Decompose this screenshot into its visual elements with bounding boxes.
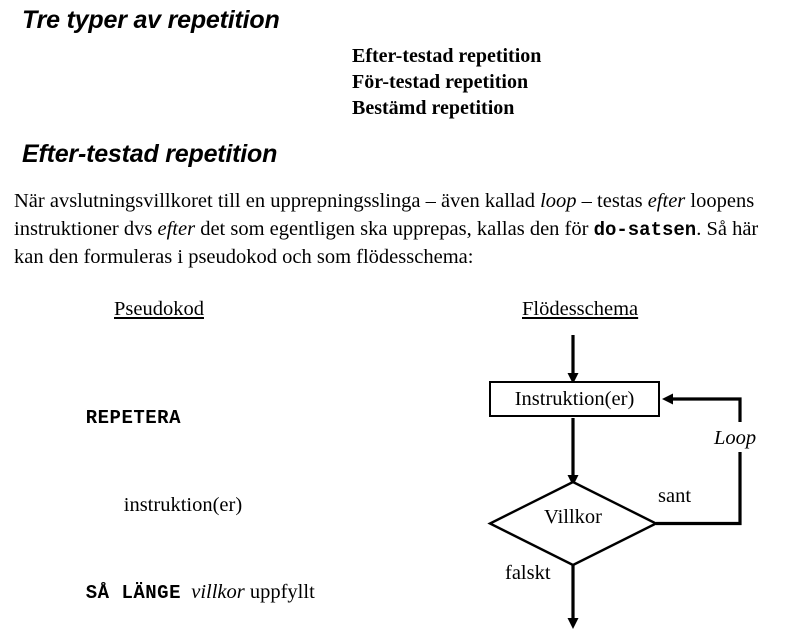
emphasis-loop: loop [540,190,577,212]
loop-back-path-upper [662,393,742,422]
column-label-pseudokod: Pseudokod [114,298,204,320]
list-item: För-testad repetition [352,71,529,93]
flowchart-decision-label: Villkor [544,506,602,528]
pseudocode-line-2: instruktion(er) [55,462,315,549]
emphasis-efter-2: efter [157,217,196,240]
pseudocode-line-1: REPETERA [55,374,315,462]
flowchart-true-branch-label: sant [658,485,692,507]
flowchart-loop-label: Loop [714,427,757,449]
pseudocode-block: REPETERA instruktion(er) SÅ LÄNGE villko… [55,374,315,632]
pseudocode-line-3: SÅ LÄNGE villkor uppfyllt [55,549,315,632]
paragraph-text: – testas [576,190,648,212]
pseudocode-uppfyllt: uppfyllt [244,581,315,603]
repetition-types-list: Efter-testad repetition För-testad repet… [352,43,541,121]
paragraph-text: loopens instruktioner dvs [14,190,755,240]
list-item: Efter-testad repetition [352,45,542,67]
body-paragraph: När avslutningsvillkoret till en upprepn… [14,188,792,272]
section-heading: Efter-testad repetition [22,140,278,168]
placeholder-villkor: villkor [191,581,245,603]
keyword-sa-lange: SÅ LÄNGE [85,582,181,604]
emphasis-efter-1: efter [647,190,686,212]
instruction-box-label: Instruktion(er) [514,387,635,410]
paragraph-text: det som egentligen ska upprepas, kallas … [195,217,594,240]
flowchart-instruction-box: Instruktion(er) [489,381,660,417]
flowchart-false-branch-label: falskt [505,562,551,584]
keyword-repetera: REPETERA [85,407,181,429]
list-item: Bestämd repetition [352,97,515,119]
code-term-do-satsen: do-satsen [593,218,697,241]
paragraph-text: . Så här kan den formuleras i pseudokod … [14,217,759,269]
page-title: Tre typer av repetition [22,6,280,34]
column-label-flodesschema: Flödesschema [522,298,639,320]
pseudocode-body: instruktion(er) [123,494,243,516]
paragraph-text: När avslutningsvillkoret till en upprepn… [14,190,541,212]
